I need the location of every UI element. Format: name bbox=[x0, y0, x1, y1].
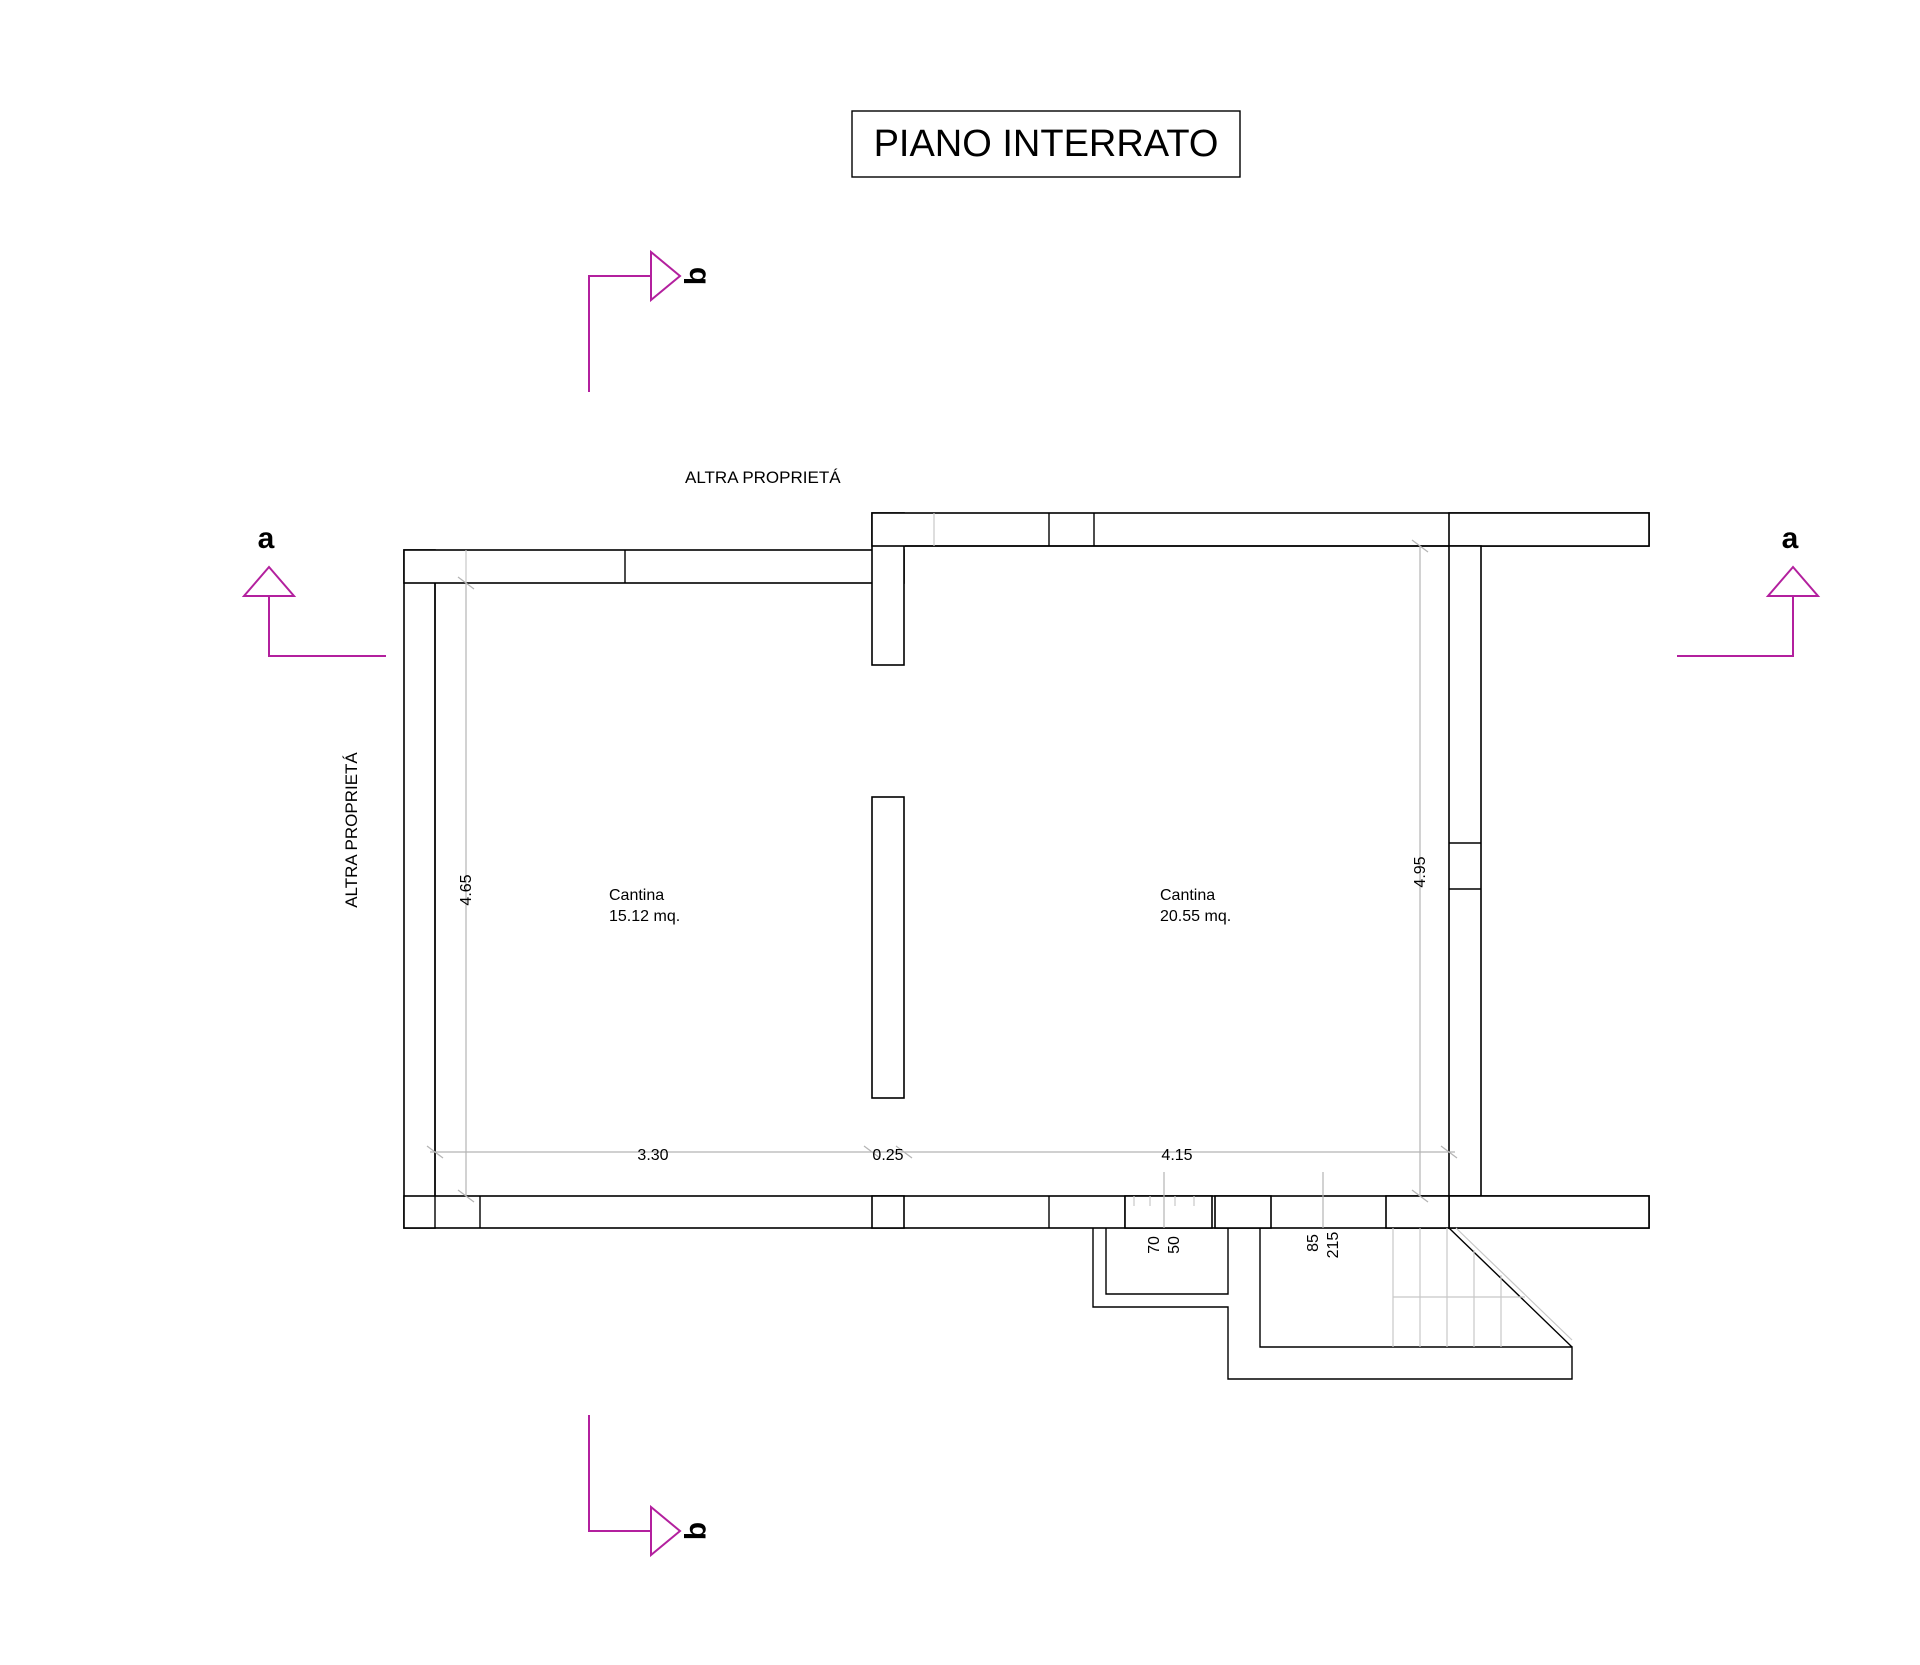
neighbor-label-top: ALTRA PROPRIETÁ bbox=[685, 468, 841, 487]
stair-steps bbox=[1392, 1228, 1525, 1347]
section-label-a-right: a bbox=[1782, 522, 1799, 555]
wall-joints bbox=[434, 513, 1481, 1228]
section-marker-b-bottom: q bbox=[588, 1415, 716, 1558]
section-marker-b-top: q bbox=[588, 249, 716, 392]
wall-joints-faint bbox=[465, 513, 935, 583]
dimension-lines bbox=[426, 539, 1458, 1228]
plan-title: PIANO INTERRATO bbox=[874, 123, 1219, 165]
walls bbox=[403, 512, 1650, 1229]
wall-partition bbox=[871, 796, 905, 1099]
wall-partition-bottom bbox=[871, 1195, 905, 1229]
section-label-a-left: a bbox=[258, 522, 275, 555]
dim-right-width: 4.15 bbox=[1161, 1147, 1192, 1164]
door-jamb bbox=[1214, 1195, 1272, 1229]
dim-right-height: 4.95 bbox=[1412, 856, 1429, 887]
openings bbox=[1124, 1195, 1450, 1229]
section-label-b-bottom: q bbox=[683, 1522, 716, 1540]
room-2-name: Cantina bbox=[1160, 887, 1215, 904]
room-2-area: 20.55 mq. bbox=[1160, 908, 1231, 925]
room-1-name: Cantina bbox=[609, 887, 664, 904]
dim-wall-thickness: 0.25 bbox=[872, 1147, 903, 1164]
neighbor-label-left: ALTRA PROPRIETÁ bbox=[342, 752, 361, 908]
wall-right bbox=[1448, 545, 1482, 1197]
section-marker-a-right: a bbox=[1677, 522, 1821, 657]
section-marker-a-left: a bbox=[241, 522, 386, 657]
door-jamb-2 bbox=[1385, 1195, 1450, 1229]
title-box bbox=[851, 110, 1241, 178]
dim-opening-1-width: 70 bbox=[1146, 1236, 1163, 1254]
wall-bottom-projection bbox=[1448, 1195, 1650, 1229]
stair-annex bbox=[1092, 1227, 1573, 1380]
dim-left-height: 4.65 bbox=[458, 874, 475, 905]
dim-left-width: 3.30 bbox=[637, 1147, 668, 1164]
wall-top-left bbox=[403, 549, 905, 584]
window-1 bbox=[1124, 1195, 1213, 1229]
wall-top-projection bbox=[1448, 512, 1650, 547]
section-label-b-top: q bbox=[683, 267, 716, 285]
wall-left bbox=[403, 549, 436, 1229]
dim-opening-1-height: 50 bbox=[1166, 1236, 1183, 1254]
room-1-area: 15.12 mq. bbox=[609, 908, 680, 925]
dim-opening-2-height: 215 bbox=[1325, 1232, 1342, 1259]
dim-opening-2-width: 85 bbox=[1305, 1234, 1322, 1252]
